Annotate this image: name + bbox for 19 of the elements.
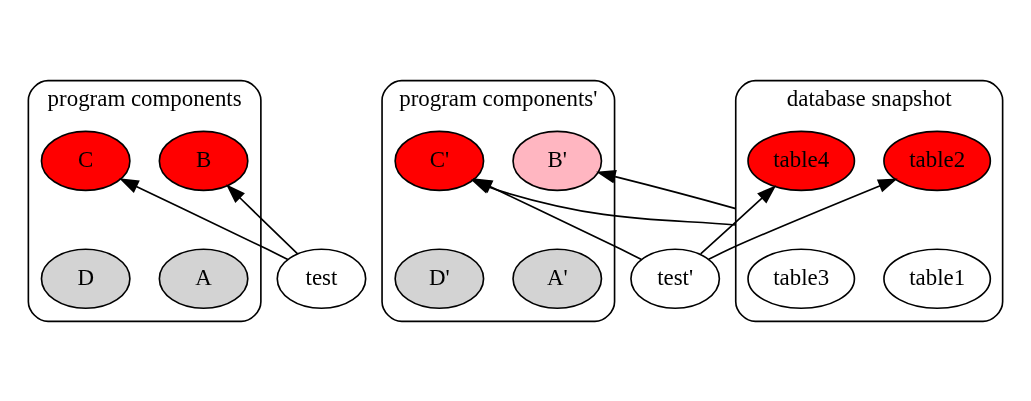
node-ellipse: test' [630, 248, 721, 309]
arrow [119, 177, 289, 260]
node-ellipse: A' [512, 248, 603, 309]
node-ellipse: D' [394, 248, 485, 309]
node-ellipse: A [158, 248, 249, 309]
node-ellipse: C' [394, 130, 485, 191]
arrow [596, 169, 737, 209]
node-ellipse: table3 [747, 248, 856, 309]
node-ellipse: B' [512, 130, 603, 191]
node-ellipse: table2 [883, 130, 992, 191]
node-ellipse: table1 [883, 248, 992, 309]
node-ellipse: test [276, 248, 367, 309]
arrow [707, 178, 898, 260]
node-ellipse: table4 [747, 130, 856, 191]
arrow [699, 184, 777, 255]
node-ellipse: D [40, 248, 131, 309]
node-ellipse: B [158, 130, 249, 191]
node-ellipse: C [40, 130, 131, 191]
arrow [226, 183, 299, 255]
